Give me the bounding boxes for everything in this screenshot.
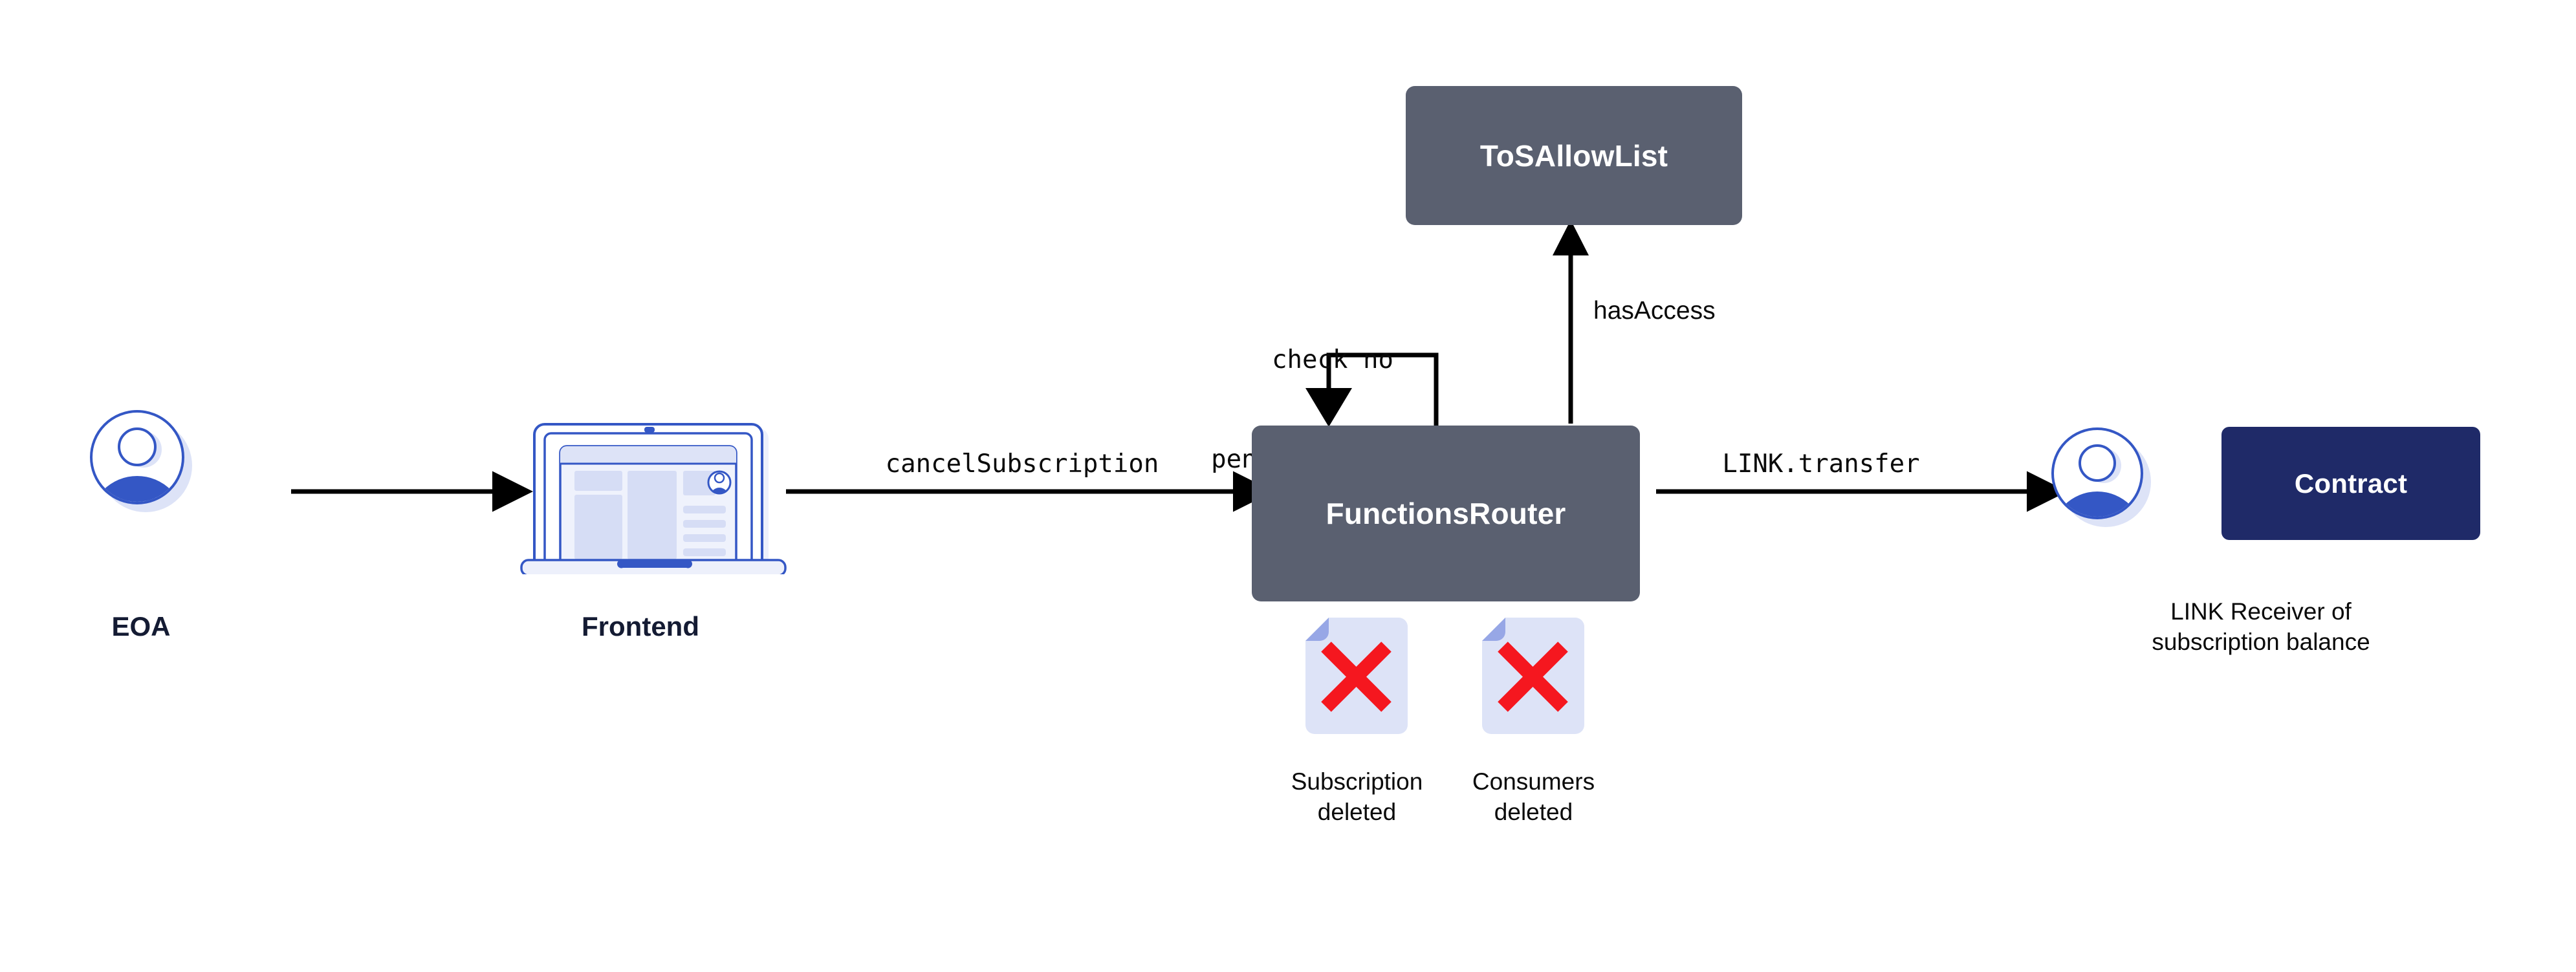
consumers-deleted-line2: deleted: [1494, 799, 1573, 826]
tos-allowlist-node[interactable]: ToSAllowList: [1406, 86, 1742, 225]
consumers-deleted-caption: Consumers deleted: [1441, 766, 1626, 828]
link-receiver-caption: LINK Receiver of subscription balance: [2067, 596, 2455, 658]
eoa-node[interactable]: [84, 404, 197, 517]
user-avatar-icon: [2051, 427, 2151, 527]
link-receiver-caption-line1: LINK Receiver of: [2170, 598, 2352, 625]
subscription-deleted-caption: Subscription deleted: [1265, 766, 1449, 828]
frontend-caption: Frontend: [582, 611, 699, 642]
consumers-deleted-line1: Consumers: [1472, 768, 1595, 795]
eoa-caption: EOA: [111, 611, 171, 642]
consumers-deleted-status: [1477, 618, 1590, 734]
document-x-icon: [1482, 618, 1584, 734]
link-receiver-node[interactable]: [2044, 420, 2157, 534]
functions-router-node[interactable]: FunctionsRouter: [1252, 426, 1640, 601]
user-avatar-icon: [90, 410, 192, 512]
link-receiver-caption-line2: subscription balance: [2152, 629, 2370, 656]
subscription-deleted-status: [1300, 618, 1414, 734]
edge-label-link-transfer: LINK.transfer: [1722, 449, 1920, 479]
frontend-node[interactable]: [518, 406, 789, 574]
edge-label-has-access: hasAccess: [1593, 297, 1716, 325]
subscription-deleted-line2: deleted: [1317, 799, 1397, 826]
contract-node[interactable]: Contract: [2221, 427, 2480, 540]
document-x-icon: [1305, 618, 1408, 734]
check-no-pending-line1: check no: [1272, 345, 1393, 374]
subscription-deleted-line1: Subscription: [1291, 768, 1423, 795]
laptop-icon: [520, 423, 787, 574]
edge-functions-router-to-tos-allowlist: [1553, 220, 1589, 424]
edge-label-cancel-subscription: cancelSubscription: [885, 449, 1159, 479]
